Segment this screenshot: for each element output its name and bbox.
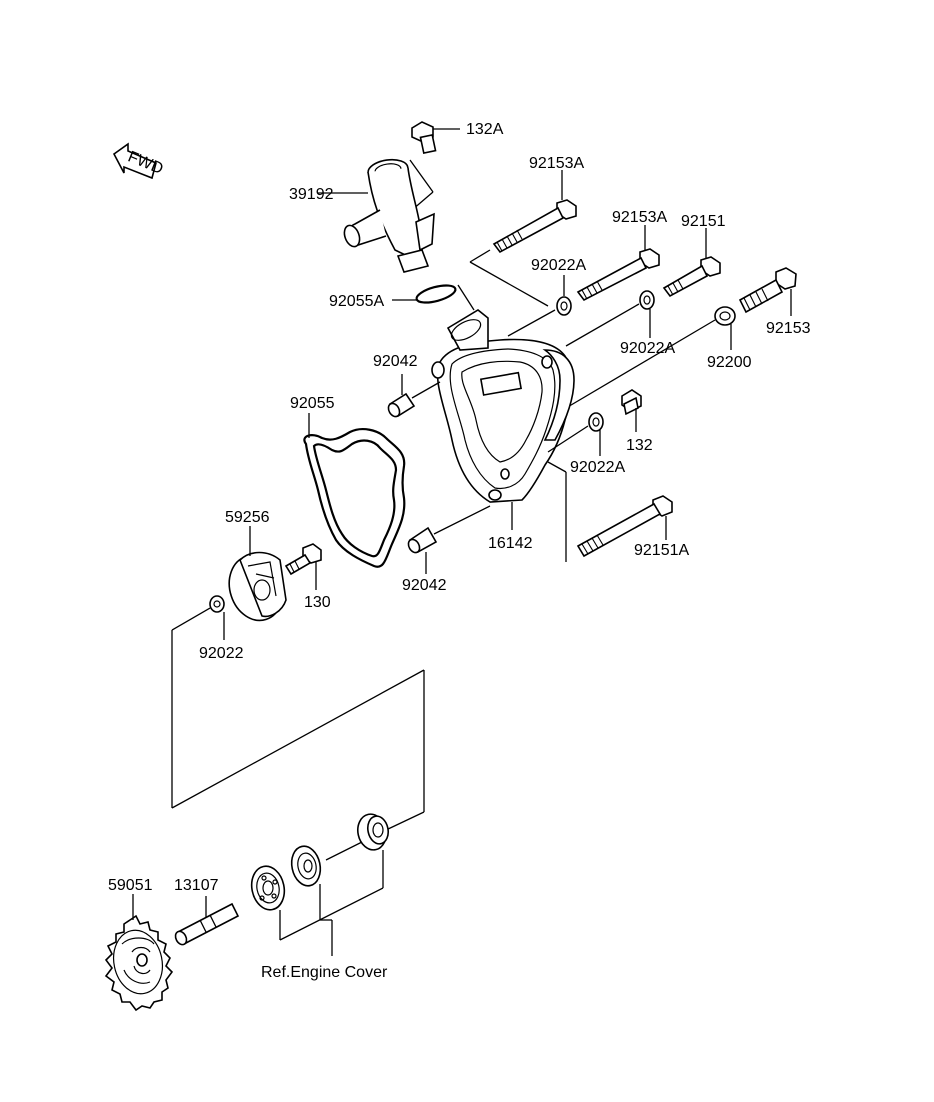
label-92042-low: 92042 — [402, 577, 447, 594]
part-59051-gear — [104, 894, 174, 1012]
label-92153A-mid: 92153A — [612, 209, 667, 226]
label-92153: 92153 — [766, 320, 811, 337]
part-92055-gasket — [303, 413, 406, 568]
label-92042-top: 92042 — [373, 353, 418, 370]
part-92153A-mid-bolt — [576, 225, 660, 302]
label-92055: 92055 — [290, 395, 335, 412]
fwd-arrow-icon: FWD — [112, 142, 166, 180]
label-39192: 39192 — [289, 186, 334, 203]
label-13107: 13107 — [174, 877, 219, 894]
part-13107-shaft — [174, 896, 240, 946]
label-59051: 59051 — [108, 877, 153, 894]
shaft-alignment-outline — [171, 630, 425, 831]
label-132A: 132A — [466, 121, 504, 138]
part-92055A-o-ring — [392, 284, 475, 311]
label-16142: 16142 — [488, 535, 533, 552]
part-92042-low-dowel — [407, 505, 491, 574]
label-59256: 59256 — [225, 509, 270, 526]
label-92022: 92022 — [199, 645, 244, 662]
part-ball-bearing — [250, 865, 286, 940]
label-92200: 92200 — [707, 354, 752, 371]
part-92022-washer — [171, 595, 225, 640]
label-92055A: 92055A — [329, 293, 384, 310]
part-39192-pipe — [318, 158, 435, 273]
label-92022A-top: 92022A — [531, 257, 586, 274]
part-92022A-top-washer — [507, 275, 572, 337]
label-ref-engine-cover: Ref.Engine Cover — [261, 964, 388, 981]
label-92151: 92151 — [681, 213, 726, 230]
part-mechanical-seal — [325, 813, 390, 888]
part-92022A-low-washer — [547, 412, 604, 456]
part-92151-bolt — [662, 228, 721, 298]
label-92153A-top: 92153A — [529, 155, 584, 172]
label-92022A-mid: 92022A — [620, 340, 675, 357]
label-132: 132 — [626, 437, 653, 454]
part-130-bolt — [284, 543, 322, 590]
part-92151A-long-bolt — [547, 461, 673, 562]
part-oil-seal — [290, 845, 322, 920]
part-132-plug — [621, 389, 642, 432]
label-130: 130 — [304, 594, 331, 611]
label-92022A-low: 92022A — [570, 459, 625, 476]
part-92042-top-dowel — [387, 374, 441, 418]
part-92153A-top-bolt — [469, 170, 577, 307]
part-92153-bolt — [738, 267, 797, 316]
label-92151A: 92151A — [634, 542, 689, 559]
part-16142-pump-cover — [431, 309, 575, 530]
part-92022A-mid-washer — [565, 290, 655, 347]
part-132A-bolt — [409, 121, 460, 211]
part-92200-washer — [565, 306, 736, 409]
ref-engine-cover-bracket — [279, 887, 384, 956]
part-59256-impeller — [228, 526, 287, 622]
